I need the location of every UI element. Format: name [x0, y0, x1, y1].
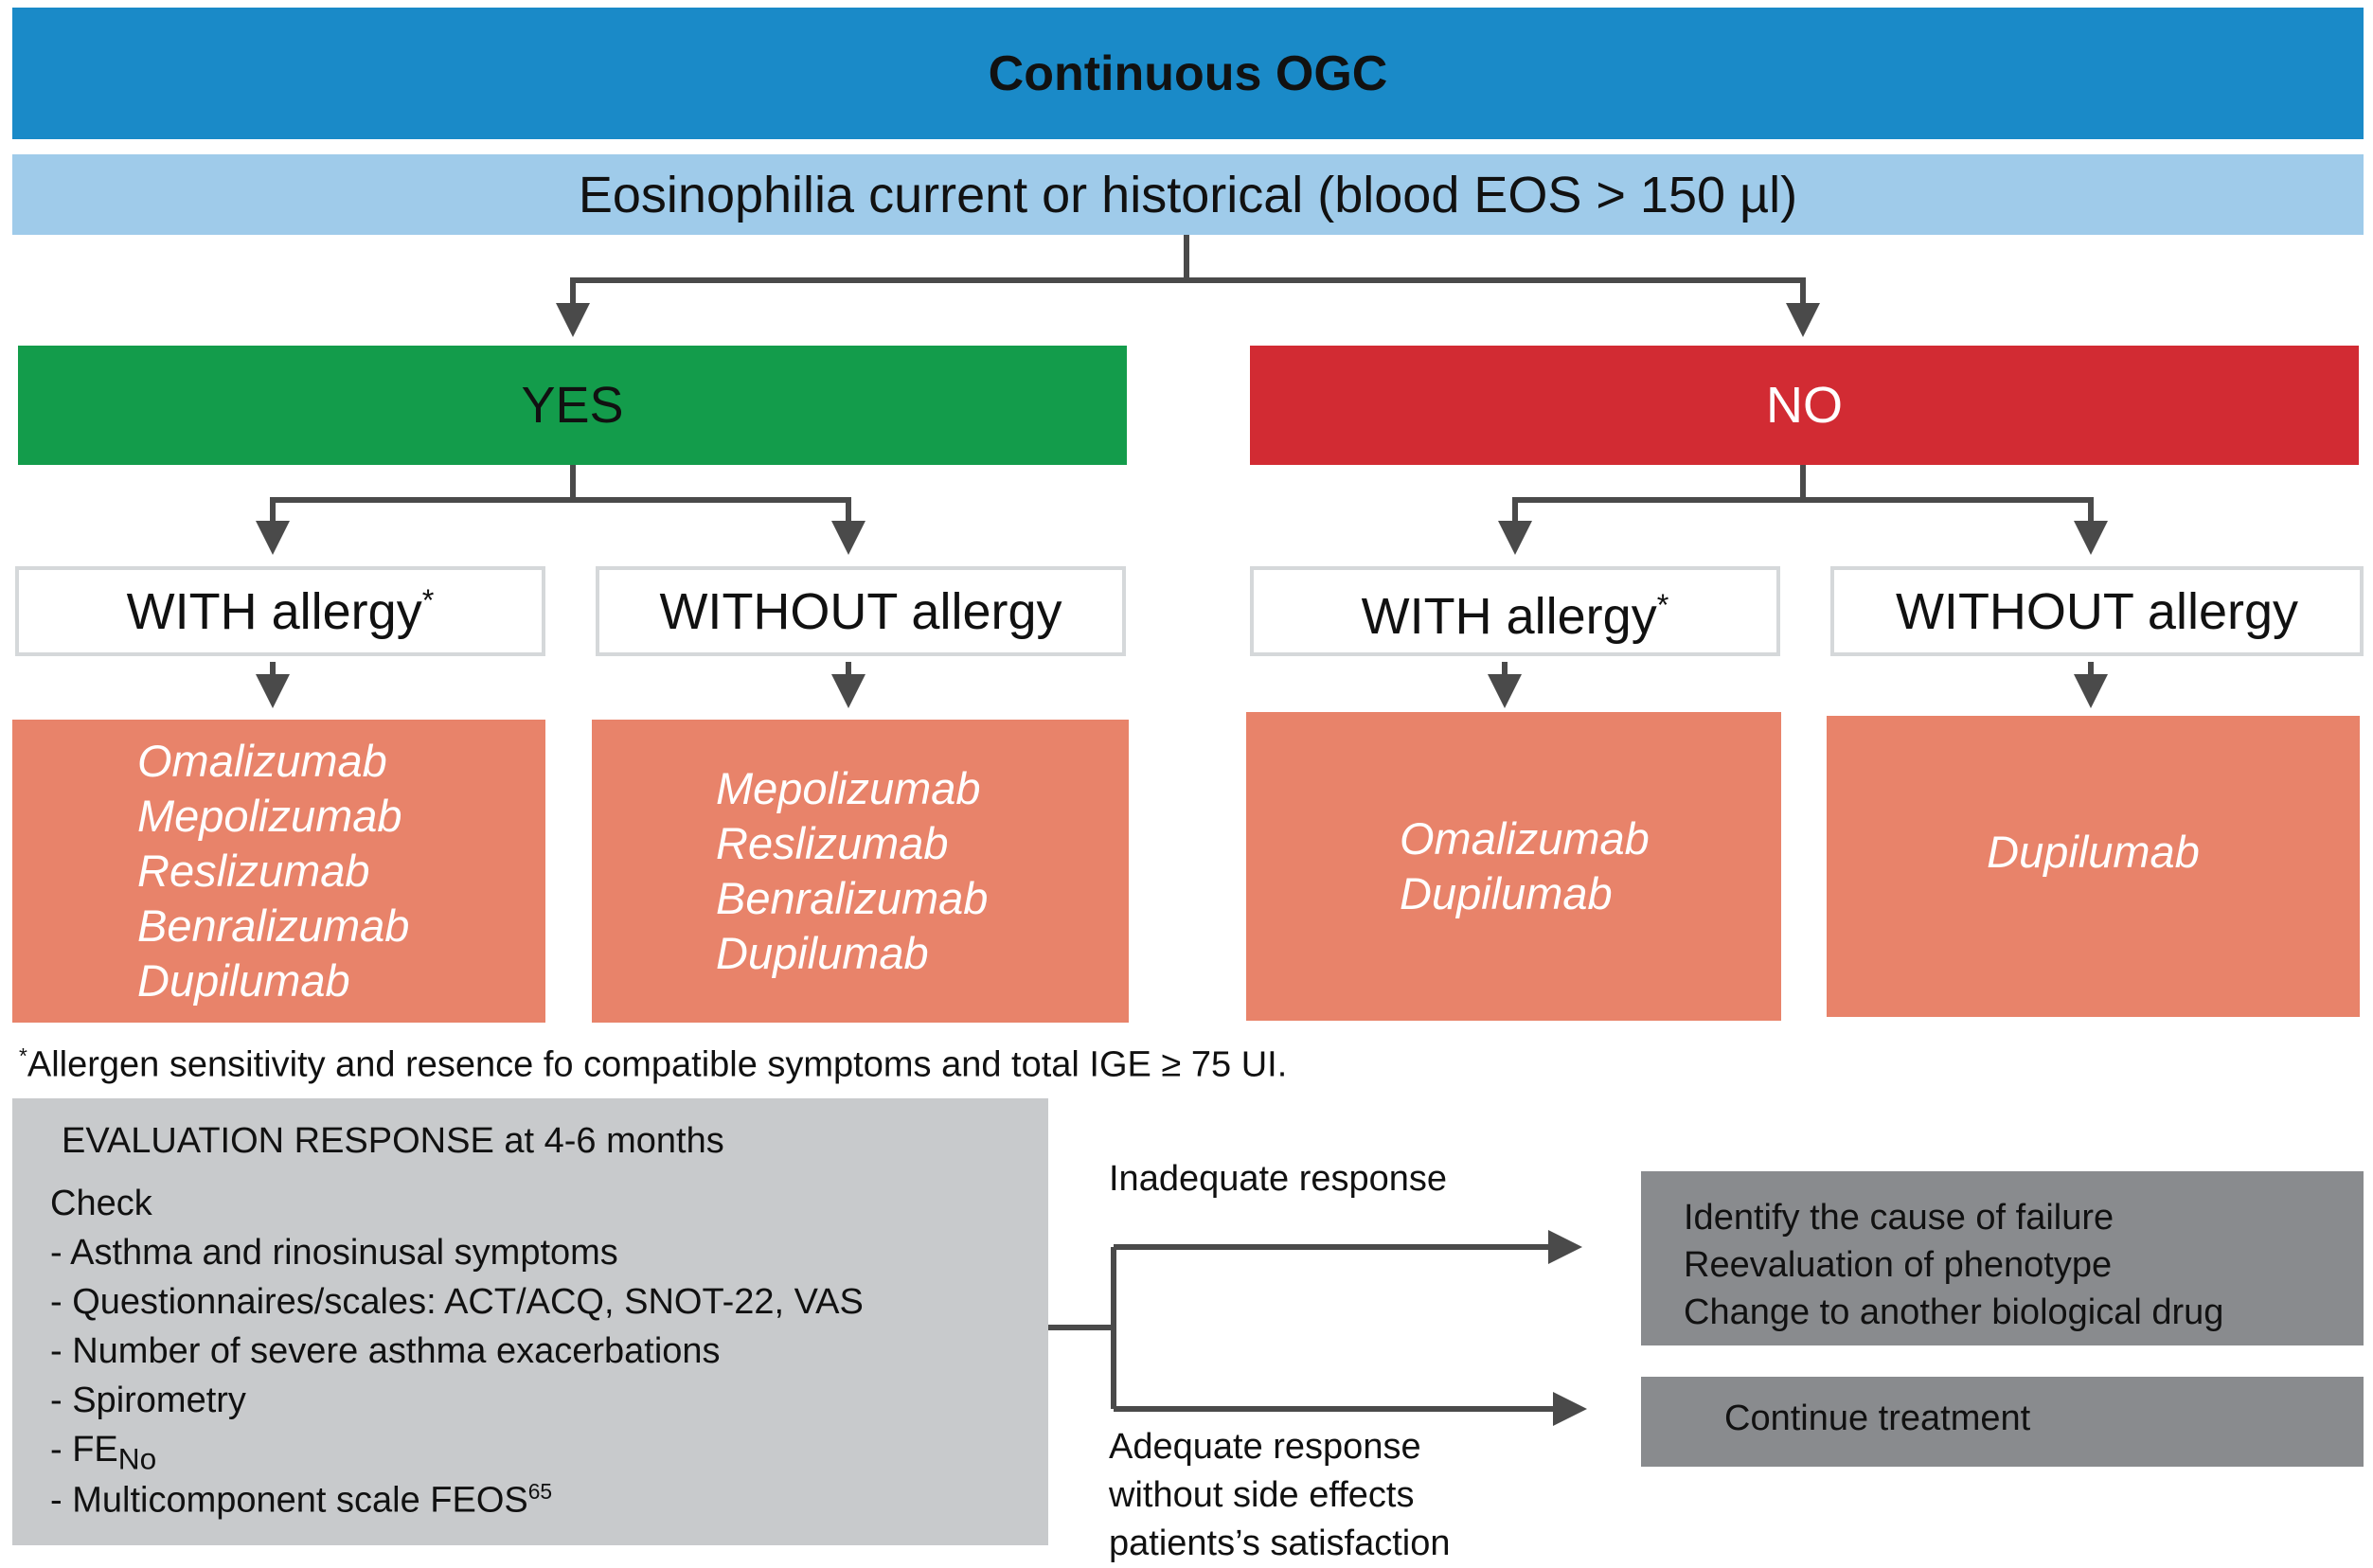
inadequate-action-box: Identify the cause of failure Reevaluati… — [1641, 1171, 2364, 1345]
drug-item: Benralizumab — [137, 900, 410, 951]
evaluation-item-feos: - Multicomponent scale FEOS65 — [50, 1467, 1048, 1521]
drug-item: Omalizumab — [137, 736, 387, 786]
adequate-line: patients’s satisfaction — [1109, 1523, 1451, 1563]
yes-with-allergy-box: WITH allergy* — [15, 566, 545, 656]
drug-item: Mepolizumab — [137, 791, 402, 841]
drug-item: Dupilumab — [1987, 827, 2200, 877]
action-item: Reevaluation of phenotype — [1684, 1245, 2113, 1285]
action-item: Change to another biological drug — [1684, 1292, 2224, 1332]
evaluation-heading: EVALUATION RESPONSE at 4-6 months — [62, 1121, 724, 1161]
title-bar: Continuous OGC — [12, 8, 2364, 139]
continue-treatment-box: Continue treatment — [1641, 1377, 2364, 1467]
feno-text: - FE — [50, 1430, 118, 1470]
footnote: *Allergen sensitivity and resence fo com… — [19, 1043, 1287, 1086]
subtype-label: WITHOUT allergy — [1895, 582, 2299, 640]
subtype-label: WITH allergy — [1361, 587, 1657, 645]
footnote-marker: * — [421, 582, 435, 617]
subtype-label: WITH allergy — [126, 582, 422, 640]
footnote-text: Allergen sensitivity and resence fo comp… — [27, 1044, 1288, 1085]
no-box: NO — [1250, 346, 2359, 465]
evaluation-item: - Number of severe asthma exacerbations — [50, 1331, 721, 1371]
drug-item: Reslizumab — [137, 846, 370, 896]
connector-no-split — [1515, 465, 2091, 503]
action-item: Identify the cause of failure — [1684, 1198, 2114, 1238]
yes-box: YES — [18, 346, 1127, 465]
evaluation-item: - Questionnaires/scales: ACT/ACQ, SNOT-2… — [50, 1282, 864, 1322]
evaluation-item: - Asthma and rinosinusal symptoms — [50, 1233, 618, 1273]
criterion-box: Eosinophilia current or historical (bloo… — [12, 154, 2364, 235]
drug-item: Dupilumab — [1400, 868, 1613, 918]
inadequate-response-label: Inadequate response — [1109, 1159, 1448, 1199]
diagram-title: Continuous OGC — [988, 45, 1388, 101]
adequate-line: without side effects — [1109, 1475, 1415, 1515]
drugs-no-without-allergy: Dupilumab — [1827, 716, 2360, 1017]
drug-item: Mepolizumab — [716, 763, 981, 813]
yes-label: YES — [521, 377, 624, 434]
footnote-marker: * — [1656, 587, 1669, 622]
footnote-marker: * — [19, 1043, 27, 1068]
action-item: Continue treatment — [1724, 1399, 2031, 1438]
connector-criterion-split — [573, 235, 1803, 283]
feos-text: - Multicomponent scale FEOS — [50, 1480, 528, 1521]
drugs-no-with-allergy: Omalizumab Dupilumab — [1246, 712, 1781, 1021]
connector-yes-split — [273, 465, 848, 503]
drug-item: Omalizumab — [1400, 813, 1650, 864]
connector-evaluation-split — [1048, 1247, 1116, 1409]
feos-superscript: 65 — [527, 1479, 553, 1504]
evaluation-box: EVALUATION RESPONSE at 4-6 months Check … — [12, 1098, 1048, 1545]
no-without-allergy-box: WITHOUT allergy — [1830, 566, 2364, 656]
drugs-yes-without-allergy: Mepolizumab Reslizumab Benralizumab Dupi… — [592, 720, 1129, 1023]
yes-without-allergy-box: WITHOUT allergy — [596, 566, 1126, 656]
adequate-response-label: Adequate response without side effects p… — [1109, 1423, 1451, 1568]
drug-item: Benralizumab — [716, 873, 989, 923]
drug-item: Dupilumab — [716, 928, 929, 978]
feno-subscript: No — [117, 1441, 157, 1476]
drugs-yes-with-allergy: Omalizumab Mepolizumab Reslizumab Benral… — [12, 720, 545, 1023]
criterion-text: Eosinophilia current or historical (bloo… — [578, 166, 1798, 223]
evaluation-item-feno: - FENo — [50, 1425, 1048, 1476]
no-with-allergy-box: WITH allergy* — [1250, 566, 1780, 656]
drug-item: Reslizumab — [716, 818, 949, 868]
subtype-label: WITHOUT allergy — [659, 582, 1062, 640]
evaluation-item: - Spirometry — [50, 1381, 246, 1420]
adequate-line: Adequate response — [1109, 1427, 1421, 1467]
no-label: NO — [1766, 377, 1843, 434]
evaluation-check: Check — [50, 1184, 152, 1223]
drug-item: Dupilumab — [137, 955, 350, 1006]
